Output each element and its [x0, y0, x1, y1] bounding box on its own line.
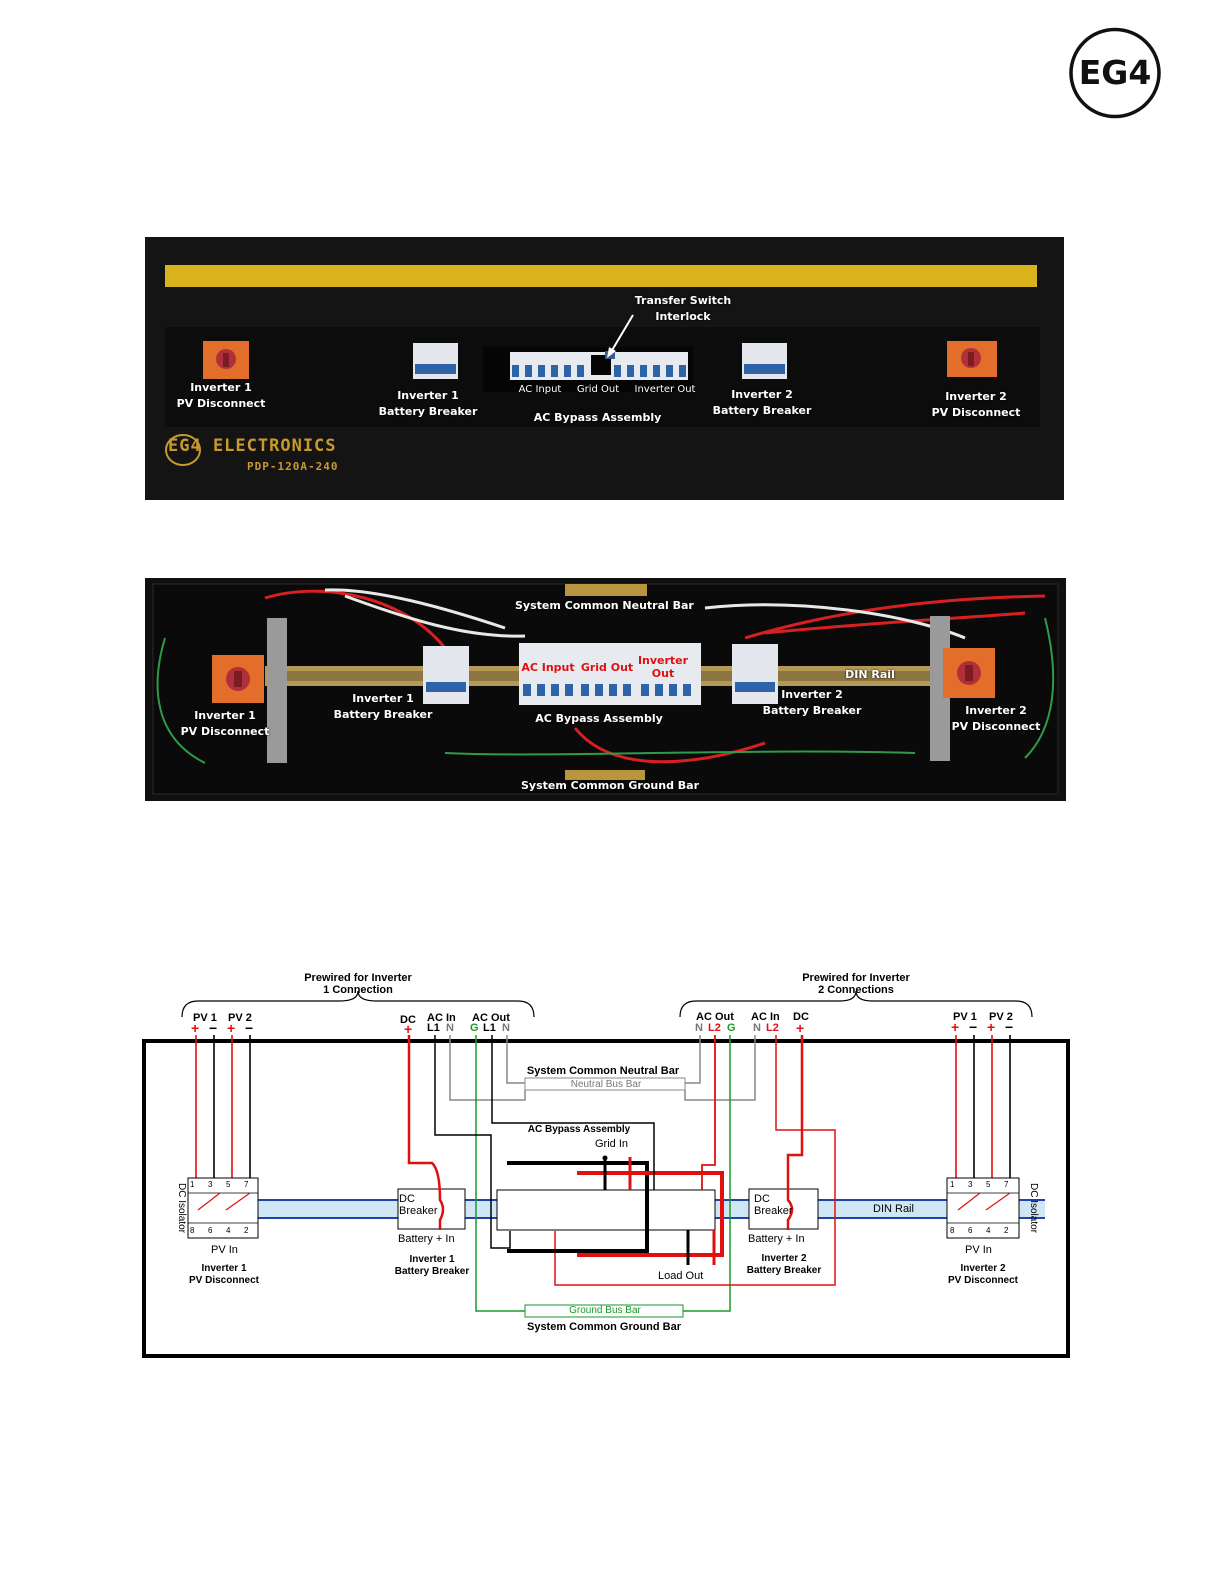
inv1-acout-l1: L1 — [483, 1022, 496, 1034]
inv1-dc-label: DC — [400, 1014, 416, 1026]
inv1-pv1-plus: + — [191, 1020, 200, 1036]
inv1-acout-n: N — [502, 1022, 510, 1034]
inv2-acout-n: N — [695, 1022, 703, 1034]
inv1-term-5: 5 — [226, 1180, 231, 1189]
inv1-term-3: 3 — [208, 1180, 213, 1189]
din-rail-label: DIN Rail — [873, 1203, 914, 1215]
inv1-term-4: 4 — [226, 1226, 231, 1235]
label-grid-out-open: Grid Out — [580, 661, 634, 674]
inv1-term-2: 2 — [244, 1226, 249, 1235]
inv1-dc-isolator-label: DC Isolator — [176, 1182, 187, 1233]
inv2-term-6: 6 — [968, 1226, 973, 1235]
inv1-acin-n: N — [446, 1022, 454, 1034]
inv2-term-4: 4 — [986, 1226, 991, 1235]
inv2-acin-label: AC In — [751, 1011, 780, 1023]
inv2-acout-l2: L2 — [708, 1022, 721, 1034]
inv2-battery-in: Battery + In — [748, 1233, 805, 1245]
inv2-pv-in: PV In — [965, 1244, 992, 1256]
load-out-label: Load Out — [658, 1270, 704, 1282]
inv2-acout-g: G — [727, 1022, 736, 1034]
label-inverter-out: Inverter Out — [634, 384, 696, 395]
ac-bypass-title: AC Bypass Assembly — [527, 1124, 631, 1135]
ground-bus-label: Ground Bus Bar — [569, 1305, 641, 1316]
inv2-dc-plus: + — [796, 1020, 805, 1036]
inv2-term-3: 3 — [968, 1180, 973, 1189]
inv2-term-8: 8 — [950, 1226, 955, 1235]
neutral-bar-title: System Common Neutral Bar — [526, 1065, 680, 1077]
label-neutral-bar: System Common Neutral Bar — [515, 599, 694, 612]
ground-bar-title: System Common Ground Bar — [526, 1321, 682, 1333]
inv2-pv1-minus: − — [969, 1019, 978, 1035]
inv1-acout-g: G — [470, 1022, 479, 1034]
inv2-acin-n: N — [753, 1022, 761, 1034]
inv2-pv1-label: PV 1 — [953, 1011, 977, 1023]
inv1-pv2-label: PV 2 — [228, 1012, 252, 1024]
inv1-pv1-minus: − — [209, 1020, 218, 1036]
brand-name: EG4 ELECTRONICS — [168, 436, 337, 456]
inv2-pv1-plus: + — [951, 1019, 960, 1035]
inv2-dc-isolator-label: DC Isolator — [1028, 1182, 1039, 1233]
model-number: PDP-120A-240 — [247, 460, 339, 473]
inv2-term-2: 2 — [1004, 1226, 1009, 1235]
neutral-bus-label: Neutral Bus Bar — [570, 1079, 642, 1090]
inv1-pv2-minus: − — [245, 1020, 254, 1036]
inv1-acin-label: AC In — [427, 1012, 456, 1024]
inv2-pv2-plus: + — [987, 1019, 996, 1035]
inv2-acout-label: AC Out — [696, 1011, 734, 1023]
egy-logo: EG4 — [1068, 27, 1162, 119]
panel-front-photo: EG4 ELECTRONICS PDP-120A-240 Transfer Sw… — [145, 237, 1064, 500]
label-ac-bypass-open: AC Bypass Assembly — [535, 712, 663, 725]
label-din-rail: DIN Rail — [845, 668, 895, 681]
inv1-term-6: 6 — [208, 1226, 213, 1235]
inv1-pv1-label: PV 1 — [193, 1012, 217, 1024]
inv1-dc-plus: + — [404, 1021, 413, 1037]
inv2-term-5: 5 — [986, 1180, 991, 1189]
inv1-term-8: 8 — [190, 1226, 195, 1235]
panel-open-photo: System Common Neutral Bar AC Input Grid … — [145, 578, 1066, 801]
inv2-pv2-label: PV 2 — [989, 1011, 1013, 1023]
label-ac-input: AC Input — [518, 384, 562, 395]
inv1-acin-l1: L1 — [427, 1022, 440, 1034]
inv1-battery-in: Battery + In — [398, 1233, 455, 1245]
inv2-term-7: 7 — [1004, 1180, 1009, 1189]
inv1-pv-in: PV In — [211, 1244, 238, 1256]
inv2-dc-label: DC — [793, 1011, 809, 1023]
inv2-term-1: 1 — [950, 1180, 955, 1189]
grid-in-label: Grid In — [595, 1138, 629, 1150]
inv2-pv2-minus: − — [1005, 1019, 1014, 1035]
label-ac-input-open: AC Input — [521, 661, 575, 674]
label-ac-bypass: AC Bypass Assembly — [533, 411, 662, 424]
inv1-term-1: 1 — [190, 1180, 195, 1189]
label-grid-out: Grid Out — [576, 384, 620, 395]
inv2-acin-l2: L2 — [766, 1022, 779, 1034]
inv1-term-7: 7 — [244, 1180, 249, 1189]
inv1-acout-label: AC Out — [472, 1012, 510, 1024]
inv1-pv2-plus: + — [227, 1020, 236, 1036]
logo-text: EG4 — [1079, 53, 1152, 92]
label-ground-bar: System Common Ground Bar — [520, 779, 700, 792]
